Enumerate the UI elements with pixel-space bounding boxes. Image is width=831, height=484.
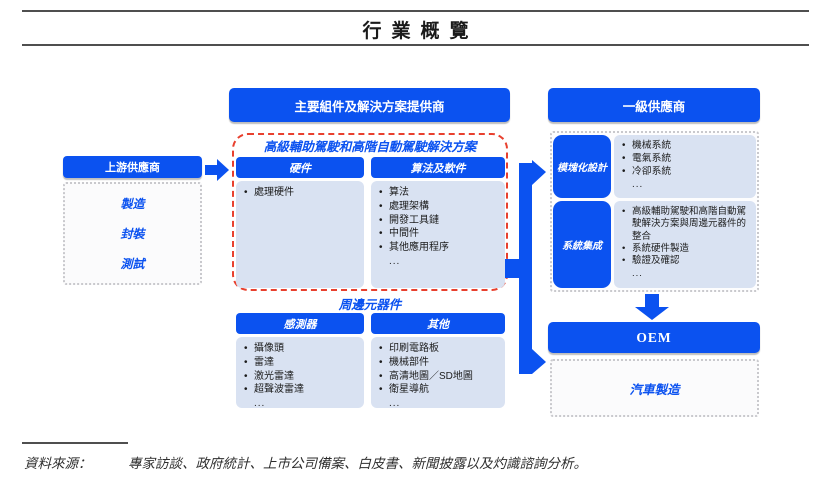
list-item: ...: [389, 398, 401, 410]
right-arrow-icon: [205, 159, 229, 181]
fork-arrow-icon: [505, 160, 546, 374]
list-item: 衛星導航: [378, 383, 500, 397]
list-item: 開發工具鏈: [378, 214, 500, 228]
list-item: 中間件: [378, 227, 500, 241]
upstream-item-packaging: 封裝: [120, 226, 145, 241]
source-label: 資料來源：: [24, 456, 92, 471]
sensors-column-header: 感測器: [236, 313, 364, 334]
list-item: 算法: [378, 186, 500, 200]
automobile-manufacturing-label: 汽車製造: [629, 382, 680, 397]
source-line: 資料來源： 專家訪談、政府統計、上市公司備案、白皮書、新聞披露以及灼識諮詢分析。: [24, 452, 804, 472]
list-item: ...: [632, 178, 644, 190]
list-item: 機械系統: [621, 140, 751, 153]
solution-group-box: [232, 133, 508, 291]
modular-design-label: 模塊化設計: [553, 135, 611, 198]
upstream-item-manufacturing: 製造: [120, 196, 145, 211]
list-item: 電氣系統: [621, 153, 751, 166]
list-item: 攝像頭: [243, 342, 359, 356]
oem-header: OEM: [548, 322, 760, 353]
list-item: ...: [254, 398, 266, 410]
list-item: 系統硬件製造: [621, 243, 751, 256]
list-item: 機械部件: [378, 356, 500, 370]
list-item: 高級輔助駕駛和高階自動駕駛解決方案與周邊元器件的整合: [621, 206, 751, 243]
oem-box: 汽車製造: [550, 359, 759, 417]
list-item: 激光雷達: [243, 370, 359, 384]
list-item: 超聲波雷達: [243, 383, 359, 397]
hardware-column-header: 硬件: [236, 157, 364, 178]
list-item: 處理硬件: [243, 186, 359, 200]
list-item: 高清地圖／SD地圖: [378, 370, 500, 384]
tier1-suppliers-header: 一級供應商: [548, 88, 760, 122]
others-items-panel: 印刷電路板機械部件高清地圖／SD地圖衛星導航...: [371, 337, 505, 410]
others-column-header: 其他: [371, 313, 505, 334]
upstream-suppliers-header: 上游供應商: [63, 156, 202, 178]
source-divider: [22, 442, 128, 444]
list-item: ...: [632, 267, 643, 279]
hardware-items-panel: 處理硬件: [236, 181, 364, 288]
down-arrow-icon: [635, 294, 669, 320]
modular-design-items-panel: 機械系統電氣系統冷卻系統...: [614, 135, 756, 198]
list-item: 其他應用程序: [378, 241, 500, 255]
software-items-panel: 算法處理架構開發工具鏈中間件其他應用程序...: [371, 181, 505, 288]
top-divider: [22, 10, 809, 12]
upstream-item-testing: 測試: [120, 257, 145, 272]
title-divider: [22, 44, 809, 46]
list-item: ...: [389, 255, 401, 267]
list-item: 印刷電路板: [378, 342, 500, 356]
source-text: 專家訪談、政府統計、上市公司備案、白皮書、新聞披露以及灼識諮詢分析。: [128, 456, 587, 471]
solution-group-title: 高級輔助駕駛和高階自動駕駛解決方案: [263, 140, 477, 154]
list-item: 驗證及確認: [621, 255, 751, 268]
providers-header: 主要組件及解決方案提供商: [229, 88, 510, 122]
upstream-suppliers-box: 製造 封裝 測試: [63, 182, 202, 285]
software-column-header: 算法及軟件: [371, 157, 505, 178]
sensors-items-panel: 攝像頭雷達激光雷達超聲波雷達...: [236, 337, 364, 410]
list-item: 處理架構: [378, 200, 500, 214]
peripheral-group-title: 周邊元器件: [338, 298, 402, 312]
page-title: 行業概覽: [362, 21, 479, 42]
list-item: 冷卻系統: [621, 166, 751, 179]
list-item: 雷達: [243, 356, 359, 370]
system-integration-label: 系統集成: [553, 201, 611, 288]
system-integration-items-panel: 高級輔助駕駛和高階自動駕駛解決方案與周邊元器件的整合系統硬件製造驗證及確認...: [614, 201, 756, 288]
